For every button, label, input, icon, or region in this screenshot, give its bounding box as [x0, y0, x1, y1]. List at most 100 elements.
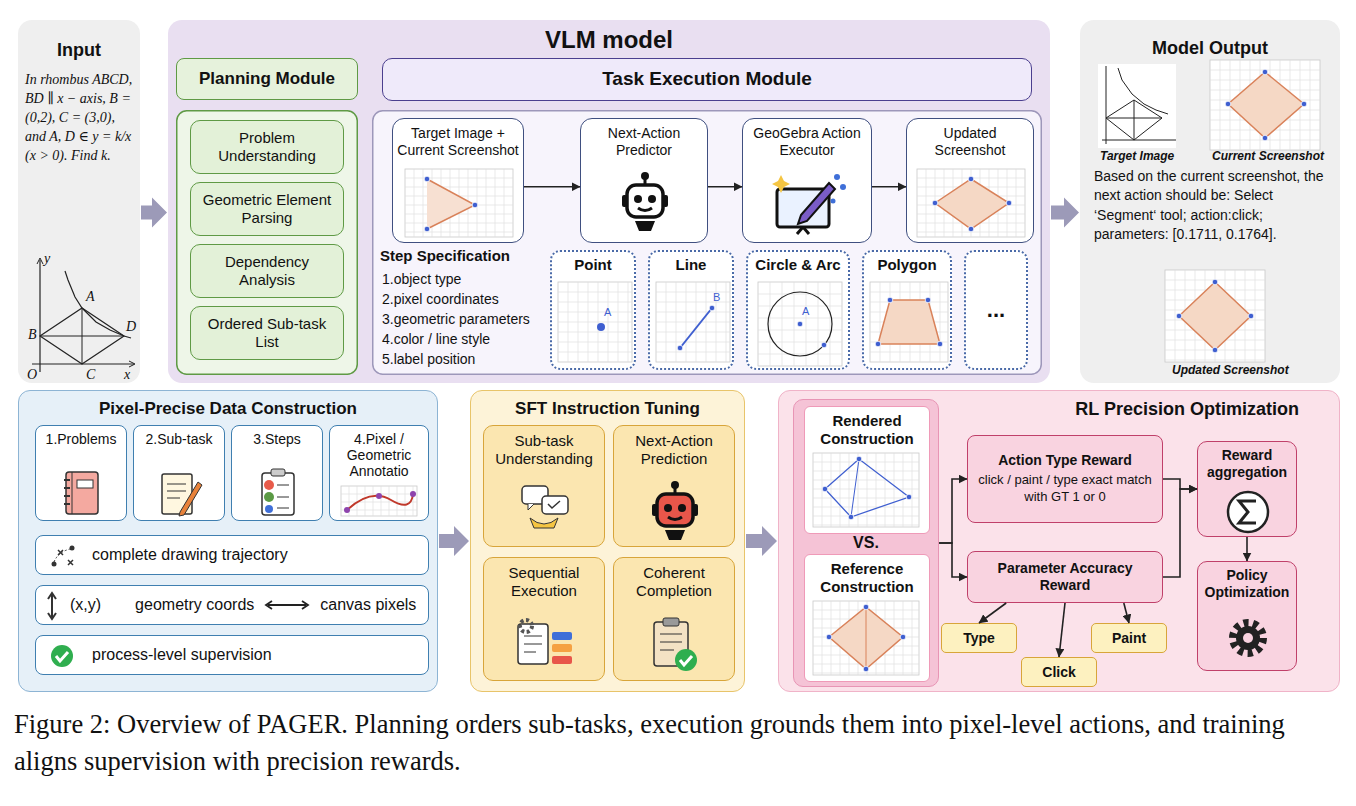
- node-box: Circle & Arc: [746, 250, 850, 370]
- node-box: Planning ModuleProblem UnderstandingGeom…: [176, 58, 358, 375]
- flow-arrow: [1051, 197, 1079, 227]
- node-box: Model OutputBased on the current screens…: [1080, 20, 1340, 383]
- connector-arrow: [1124, 603, 1129, 623]
- node-box: RL Precision OptimizationVS.Rendered Con…: [778, 390, 1340, 692]
- node-box: 3.Steps: [231, 425, 323, 521]
- node-box: Action Type Reward click / paint / type e…: [967, 435, 1163, 523]
- text-label: Current Screenshot: [1212, 150, 1324, 163]
- node-box: complete drawing trajectory: [35, 535, 429, 575]
- node-box: Reference Construction: [804, 554, 930, 682]
- icon-illustration: [516, 618, 574, 670]
- icon-illustration: [520, 484, 570, 532]
- connector-arrow: [1163, 489, 1197, 577]
- node-text: canvas pixels: [320, 596, 416, 614]
- connector-arrow: [524, 186, 580, 188]
- icon-illustration: [26, 258, 138, 382]
- node-text: Polygon: [877, 256, 936, 274]
- node-text: Action Type Reward: [998, 452, 1132, 468]
- icon-illustration: [1226, 616, 1270, 660]
- node-box: Paint: [1091, 623, 1167, 653]
- node-box: Target Image + Current Screenshot: [392, 118, 524, 243]
- node-box: Reward aggregation: [1197, 441, 1297, 537]
- node-box: Geometric Element Parsing: [190, 182, 344, 236]
- text-label: A: [604, 306, 611, 318]
- text-label: D: [126, 320, 136, 334]
- text-label: O: [27, 368, 37, 382]
- node-box: (x,y)geometry coordscanvas pixels: [35, 585, 429, 625]
- icon-illustration: [621, 171, 669, 235]
- node-text: Reference Construction: [808, 560, 926, 596]
- connector-arrow: [1059, 603, 1065, 657]
- node-text: Updated Screenshot: [911, 125, 1029, 159]
- icon-illustration: [46, 592, 58, 620]
- node-text: 4.Pixel / Geometric Annotatio: [333, 431, 425, 479]
- node-box: 1.Problems: [35, 425, 127, 521]
- node-text: Sequential Execution: [488, 564, 600, 600]
- node-box: SFT Instruction TuningSub-task Understan…: [470, 390, 745, 692]
- node-box: 2.Sub-task: [133, 425, 225, 521]
- node-text: 2.Sub-task: [146, 431, 213, 447]
- icon-illustration: [405, 169, 513, 237]
- node-text: Model Output: [1152, 38, 1268, 59]
- node-box: Line: [648, 250, 734, 370]
- icon-illustration: [256, 468, 300, 516]
- node-text: Pixel-Precise Data Construction: [99, 399, 357, 419]
- icon-illustration: [758, 282, 842, 366]
- node-box: Problem Understanding: [190, 120, 344, 174]
- icon-illustration: [341, 486, 417, 516]
- node-text: Line: [676, 256, 707, 274]
- node-box: Updated Screenshot: [906, 118, 1034, 243]
- text-label: Step Specification: [380, 248, 510, 265]
- node-text: Ordered Sub-task List: [197, 315, 337, 351]
- node-text: VLM model: [545, 26, 673, 54]
- node-box: process-level supervision: [35, 635, 429, 675]
- node-text: Sub-task Understanding: [488, 432, 600, 468]
- icon-illustration: [870, 282, 948, 362]
- flow-arrow: [439, 526, 469, 556]
- node-box: Sequential Execution: [483, 557, 605, 681]
- icon-illustration: [1165, 270, 1265, 362]
- node-text: Next-Action Predictor: [585, 125, 703, 159]
- node-text: Point: [574, 256, 612, 274]
- node-box: Policy Optimization: [1197, 561, 1297, 671]
- node-text: Paint: [1112, 630, 1146, 646]
- node-box: Coherent Completion: [613, 557, 735, 681]
- icon-illustration: [62, 470, 102, 516]
- connector-arrow: [1246, 537, 1248, 561]
- node-text: Parameter Accuracy Reward: [974, 560, 1156, 594]
- node-text: Rendered Construction: [808, 412, 926, 448]
- node-text: 3.Steps: [253, 431, 300, 447]
- node-text: process-level supervision: [92, 646, 272, 664]
- node-text: Circle & Arc: [755, 256, 840, 274]
- connector-arrow: [708, 186, 742, 188]
- node-box: Point: [550, 250, 636, 370]
- node-text: complete drawing trajectory: [92, 546, 288, 564]
- double-arrow-icon: [264, 599, 310, 611]
- text-label: Target Image: [1100, 150, 1174, 163]
- connector-arrow: [939, 479, 967, 543]
- node-text: Next-Action Prediction: [618, 432, 730, 468]
- icon-illustration: [50, 544, 78, 568]
- icon-illustration: [813, 453, 919, 527]
- icon-illustration: [650, 616, 700, 674]
- node-box: Next-Action Predictor: [580, 118, 708, 243]
- node-text: Input: [57, 40, 101, 61]
- text-label: C: [86, 368, 95, 382]
- icon-illustration: [1210, 60, 1320, 150]
- connector-arrow: [979, 603, 1006, 623]
- icon-illustration: [50, 644, 74, 668]
- text-label: 5.label position: [382, 352, 475, 367]
- text-label: B: [713, 291, 720, 303]
- node-text: ...: [987, 297, 1005, 323]
- node-text: Reward aggregation: [1201, 447, 1293, 481]
- node-text: geometry coords: [135, 596, 254, 614]
- node-box: Rendered Construction: [804, 406, 930, 534]
- text-label: A: [802, 305, 809, 317]
- node-text: Problem Understanding: [197, 129, 337, 165]
- text-label: x: [124, 368, 130, 382]
- node-text: Type: [963, 630, 995, 646]
- text-label: 3.geometric parameters: [382, 312, 530, 327]
- connector-arrow: [1163, 479, 1197, 489]
- node-box: Type: [941, 623, 1017, 653]
- node-text: click / paint / type exact match with GT…: [974, 472, 1156, 506]
